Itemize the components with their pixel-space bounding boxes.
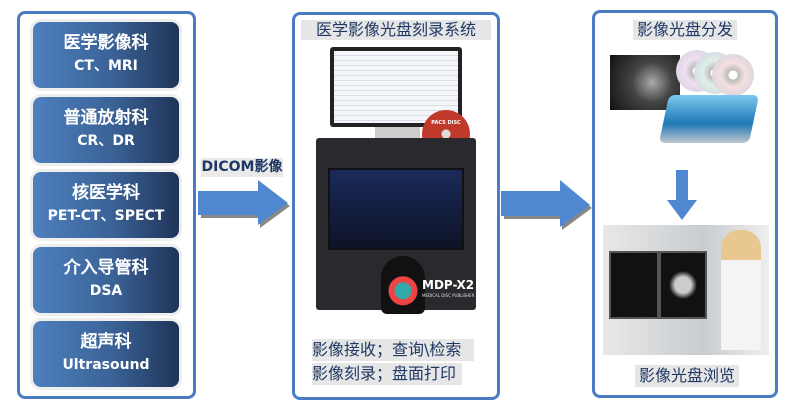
department-name: 普通放射科 [63,108,149,128]
department-modalities: Ultrasound [62,357,150,373]
doctor-viewing-image [603,225,769,355]
device-model: MDP-X2 [422,278,475,292]
distribution-title: 影像光盘分发 [633,20,737,40]
discs-image [676,50,756,96]
function-line: 影像刻录；盘面打印 [312,363,462,385]
burning-system-title: 医学影像光盘刻录系统 [301,20,491,40]
department-name: 超声科 [80,332,132,352]
monitor-stand [375,127,420,141]
department-box: 核医学科 PET-CT、SPECT [33,172,179,238]
department-name: 核医学科 [72,183,140,203]
dicom-arrow-label: DICOM影像 [201,158,283,177]
department-modalities: CT、MRI [74,58,138,74]
disc-viewing-label: 影像光盘浏览 [635,365,739,387]
down-arrow-icon [667,170,697,220]
function-line: 影像接收；查询\检索 [312,339,474,361]
device-subtitle: MEDICAL DISC PUBLISHER [422,293,475,298]
department-modalities: CR、DR [77,133,135,149]
department-box: 普通放射科 CR、DR [33,97,179,163]
department-modalities: PET-CT、SPECT [47,208,165,224]
right-arrow-icon [198,180,290,228]
department-box: 超声科 Ultrasound [33,321,179,387]
department-box: 医学影像科 CT、MRI [33,22,179,88]
right-arrow-icon [501,180,592,230]
disc-drive-image [658,95,760,143]
department-name: 医学影像科 [63,33,149,53]
department-box: 介入导管科 DSA [33,247,179,313]
department-name: 介入导管科 [63,258,149,278]
disc-publisher-image: MDP-X2 MEDICAL DISC PUBLISHER [316,138,476,314]
disc-label: PACS DISC [431,120,461,126]
department-modalities: DSA [89,283,123,299]
